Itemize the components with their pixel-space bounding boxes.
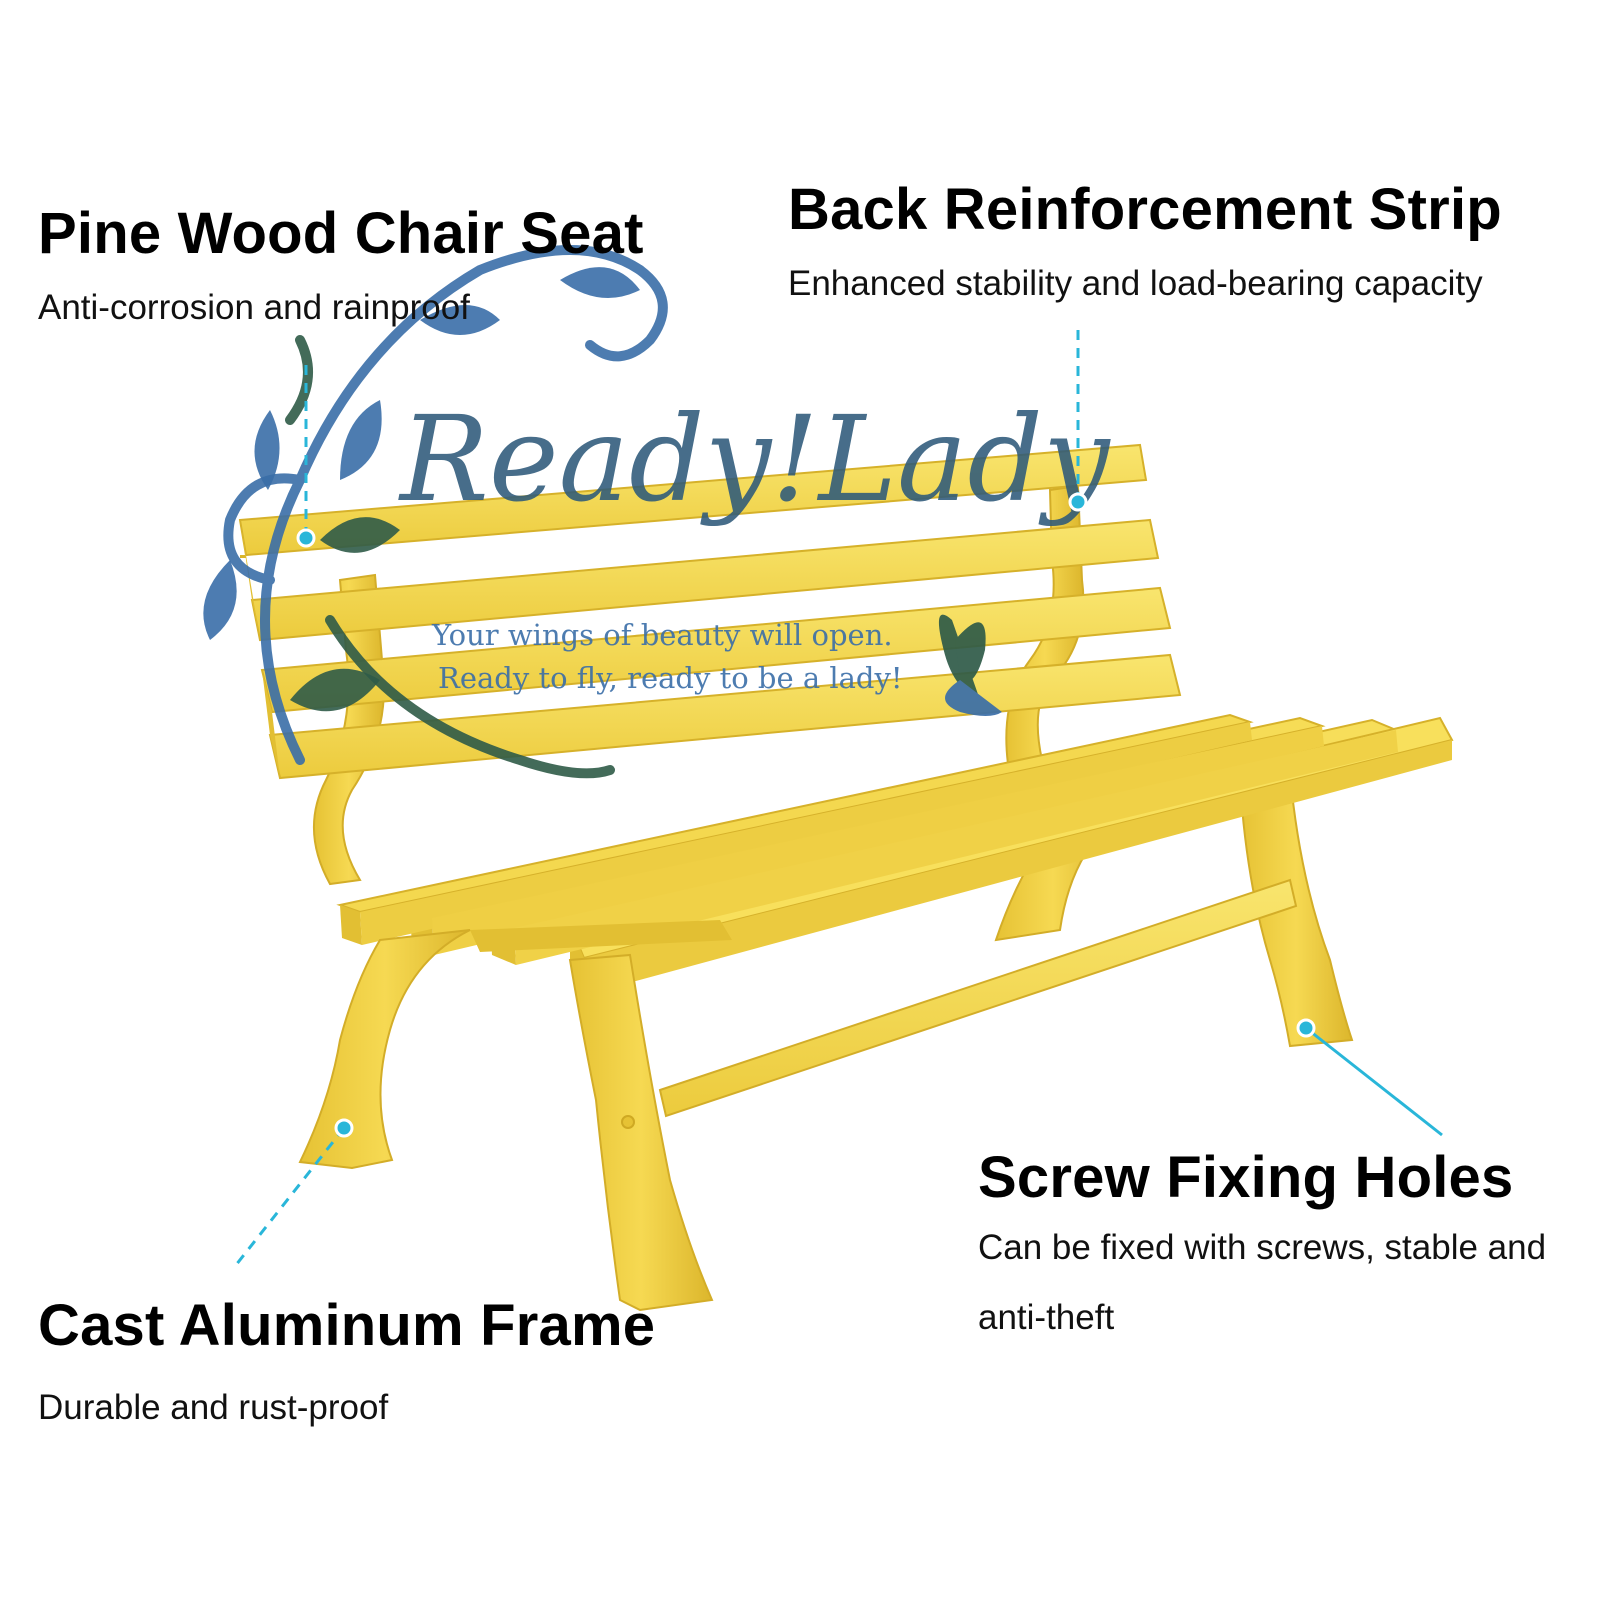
feature-description: Anti-corrosion and rainproof xyxy=(38,287,470,327)
front-leg-right xyxy=(568,953,714,1312)
front-leg-left xyxy=(298,920,732,1170)
callout-back xyxy=(1068,330,1088,512)
feature-description: Can be fixed with screws, stable and ant… xyxy=(978,1227,1547,1337)
watermark-brand: Ready!Lady xyxy=(398,390,1111,528)
feature-screw-holes: Screw Fixing Holes Can be fixed with scr… xyxy=(978,1145,1578,1353)
callout-frame xyxy=(234,1118,354,1266)
feature-back-reinforcement: Back Reinforcement Strip Enhanced stabil… xyxy=(788,177,1548,319)
feature-title: Screw Fixing Holes xyxy=(978,1145,1514,1210)
feature-title: Cast Aluminum Frame xyxy=(38,1293,656,1358)
feature-description: Durable and rust-proof xyxy=(38,1387,389,1427)
stretcher-bar xyxy=(658,878,1298,1118)
callout-seat xyxy=(296,365,316,548)
watermark-tagline-1: Your wings of beauty will open. xyxy=(431,618,893,652)
callout-holes xyxy=(1296,1018,1443,1137)
watermark-tagline-2: Ready to fly, ready to be a lady! xyxy=(438,661,903,695)
feature-description: Enhanced stability and load-bearing capa… xyxy=(788,263,1483,303)
feature-pine-wood-seat: Pine Wood Chair Seat Anti-corrosion and … xyxy=(38,201,718,343)
feature-cast-aluminum-frame: Cast Aluminum Frame Durable and rust-pro… xyxy=(38,1293,738,1443)
feature-title: Back Reinforcement Strip xyxy=(788,177,1502,242)
watermark-leaves xyxy=(203,267,640,712)
butterfly-icon xyxy=(938,614,1002,716)
seat-slats xyxy=(336,713,1454,995)
feature-title: Pine Wood Chair Seat xyxy=(38,201,644,266)
